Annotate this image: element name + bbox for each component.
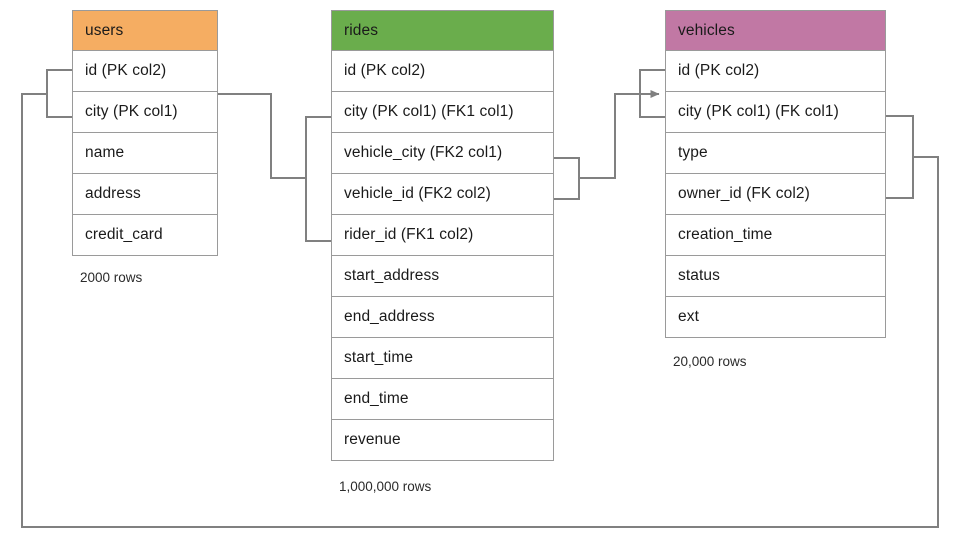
table-users-header[interactable]: users — [72, 10, 218, 51]
table-vehicles-column-status[interactable]: status — [665, 256, 886, 297]
table-vehicles-column-id[interactable]: id (PK col2) — [665, 51, 886, 92]
table-vehicles-header[interactable]: vehicles — [665, 10, 886, 51]
table-rides-column-start-address[interactable]: start_address — [331, 256, 554, 297]
table-users-column-name[interactable]: name — [72, 133, 218, 174]
table-rides-column-city[interactable]: city (PK col1) (FK1 col1) — [331, 92, 554, 133]
table-users[interactable]: users id (PK col2) city (PK col1) name a… — [72, 10, 218, 256]
table-rides-column-id[interactable]: id (PK col2) — [331, 51, 554, 92]
table-users-row-count: 2000 rows — [80, 270, 143, 285]
table-vehicles-column-city[interactable]: city (PK col1) (FK col1) — [665, 92, 886, 133]
table-rides-column-end-address[interactable]: end_address — [331, 297, 554, 338]
table-rides-header[interactable]: rides — [331, 10, 554, 51]
table-vehicles-row-count: 20,000 rows — [673, 354, 747, 369]
edge-users-left-bracket — [46, 69, 72, 118]
table-rides-row-count: 1,000,000 rows — [339, 479, 432, 494]
table-rides-column-end-time[interactable]: end_time — [331, 379, 554, 420]
table-vehicles-column-creation-time[interactable]: creation_time — [665, 215, 886, 256]
table-rides-column-rider-id[interactable]: rider_id (FK1 col2) — [331, 215, 554, 256]
table-vehicles-column-ext[interactable]: ext — [665, 297, 886, 338]
table-rides-column-start-time[interactable]: start_time — [331, 338, 554, 379]
table-users-column-id[interactable]: id (PK col2) — [72, 51, 218, 92]
table-users-column-credit-card[interactable]: credit_card — [72, 215, 218, 256]
table-rides-column-vehicle-id[interactable]: vehicle_id (FK2 col2) — [331, 174, 554, 215]
table-rides[interactable]: rides id (PK col2) city (PK col1) (FK1 c… — [331, 10, 554, 461]
edge-fk2-rides-vehicles — [554, 69, 665, 200]
table-rides-column-vehicle-city[interactable]: vehicle_city (FK2 col1) — [331, 133, 554, 174]
table-vehicles[interactable]: vehicles id (PK col2) city (PK col1) (FK… — [665, 10, 886, 338]
table-users-column-city[interactable]: city (PK col1) — [72, 92, 218, 133]
table-rides-column-revenue[interactable]: revenue — [331, 420, 554, 461]
table-vehicles-column-owner-id[interactable]: owner_id (FK col2) — [665, 174, 886, 215]
table-users-column-address[interactable]: address — [72, 174, 218, 215]
table-vehicles-column-type[interactable]: type — [665, 133, 886, 174]
